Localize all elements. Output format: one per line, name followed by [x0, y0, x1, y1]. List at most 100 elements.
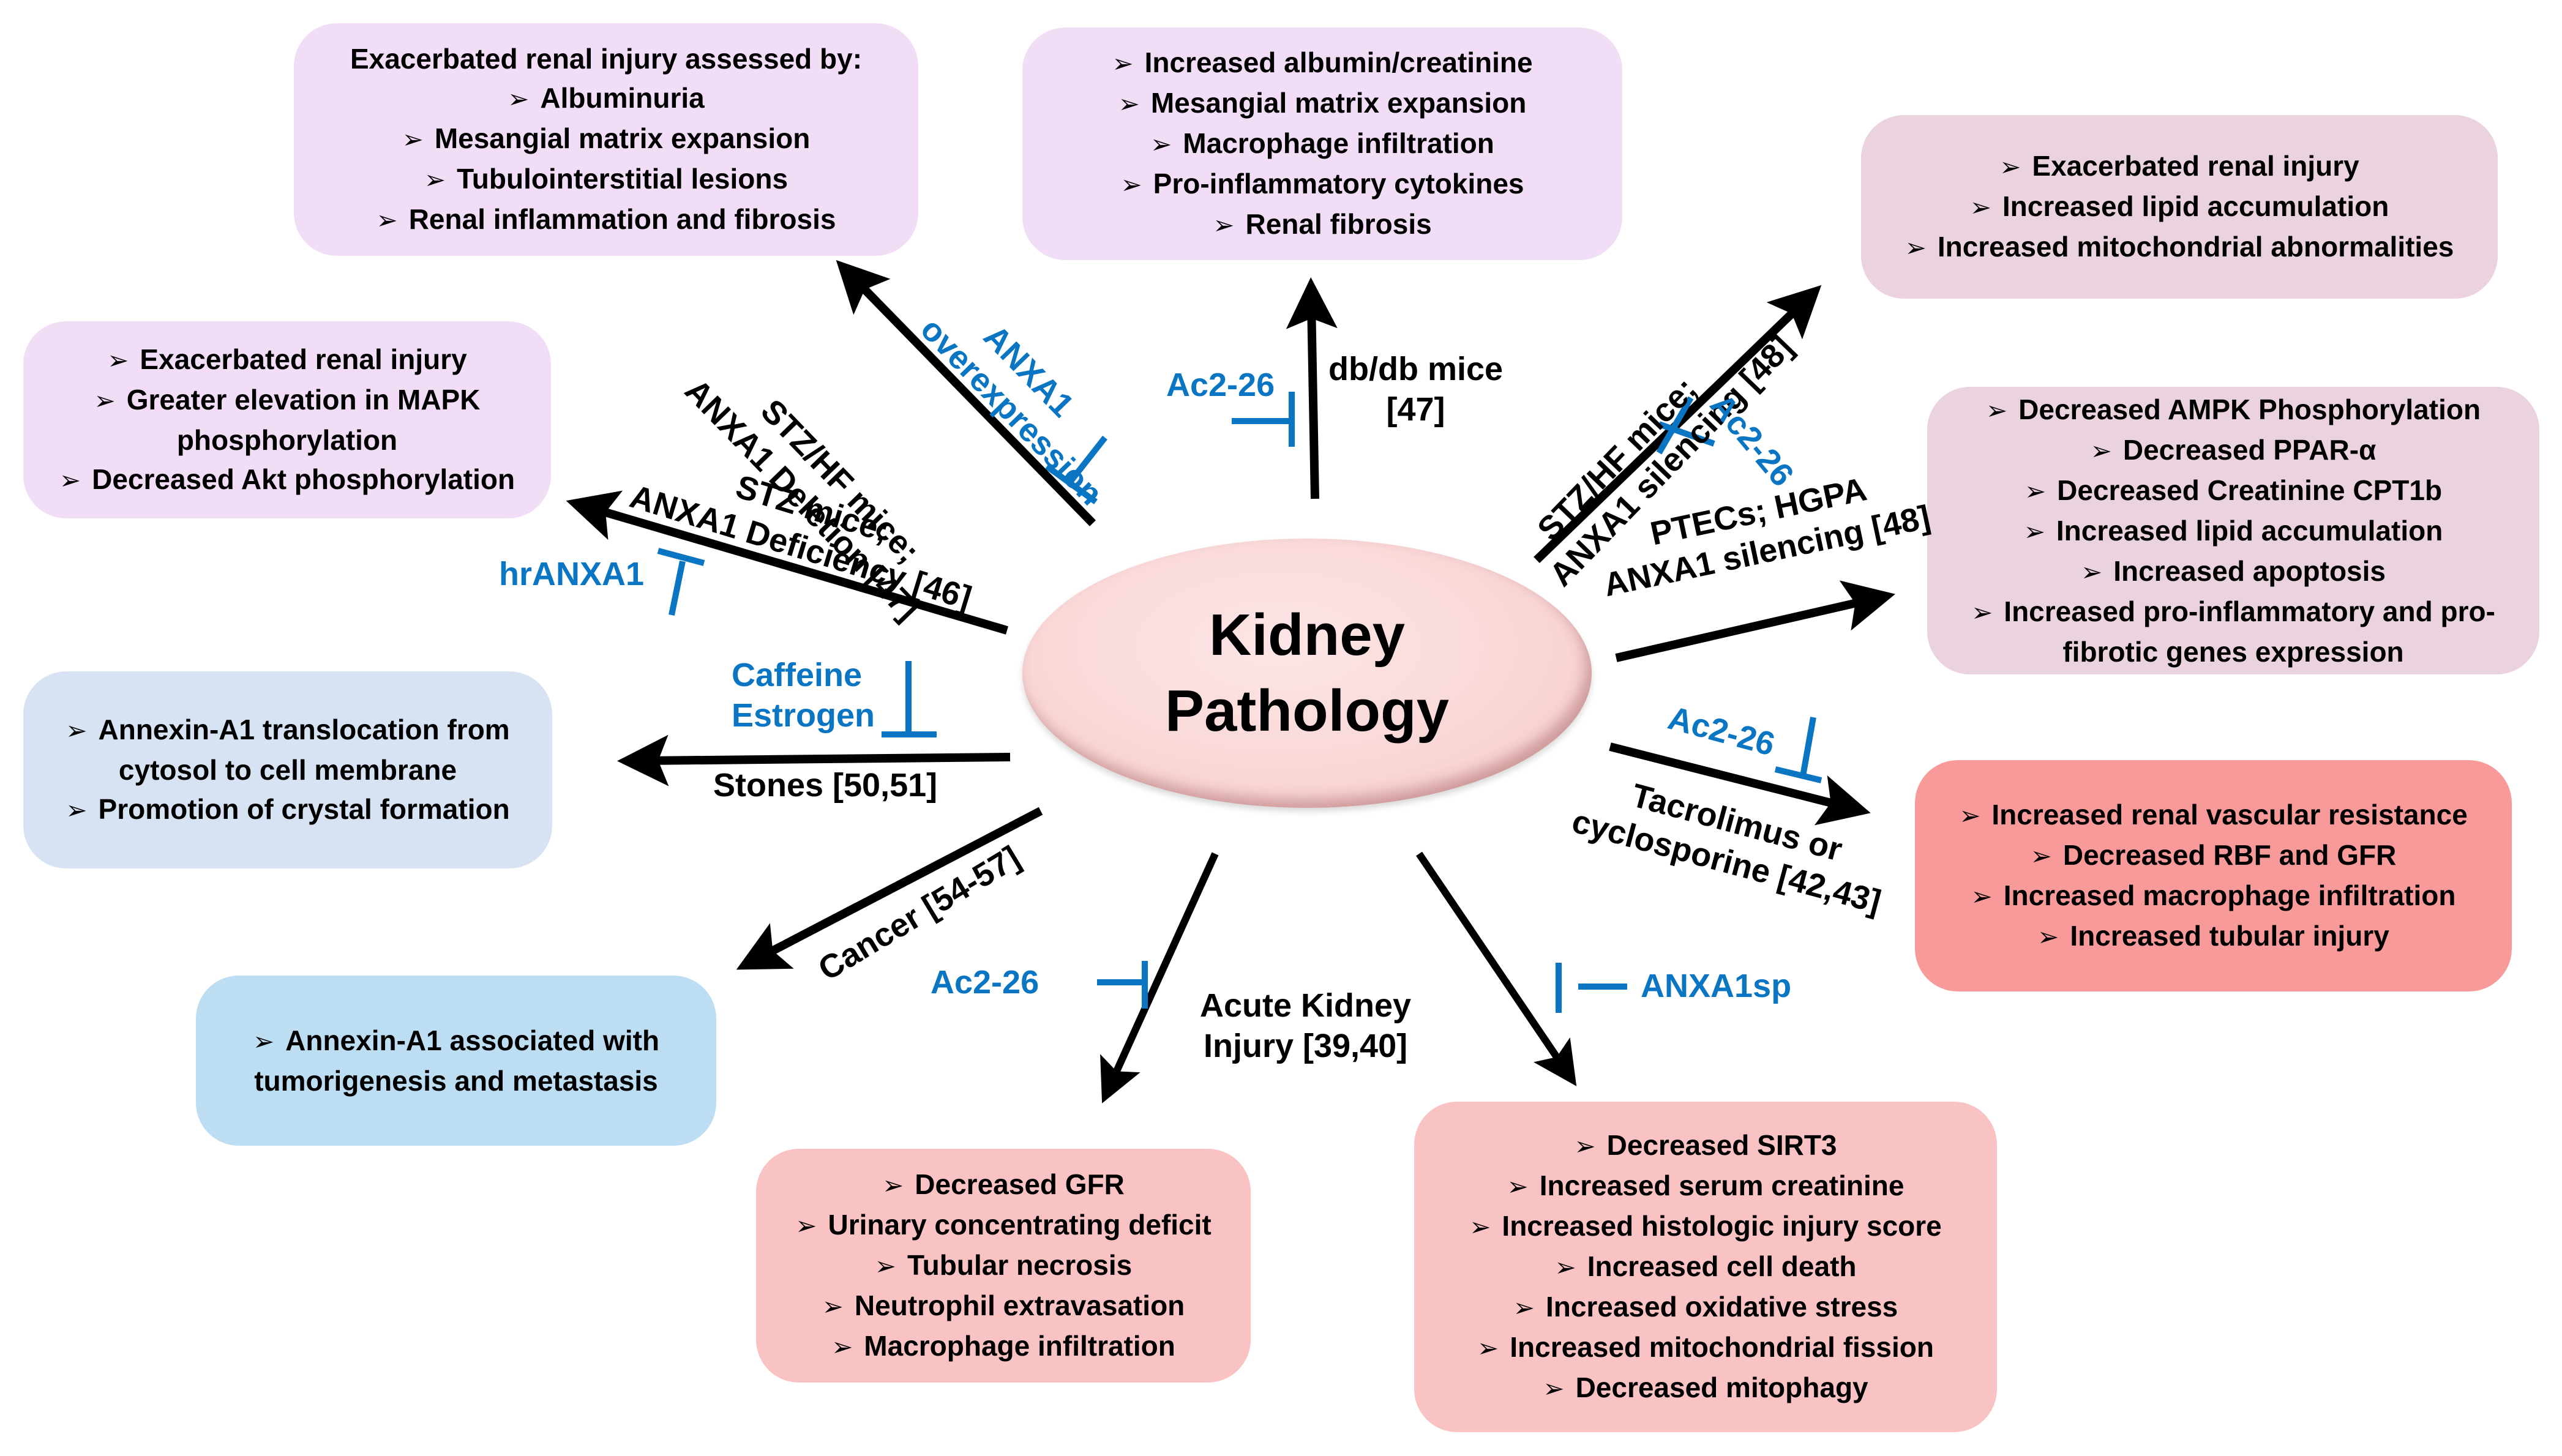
- arrow-bullet-icon: ➢: [2030, 842, 2052, 870]
- arrow-bullet-icon: ➢: [1118, 89, 1140, 118]
- outcome-text: Promotion of crystal formation: [98, 793, 510, 825]
- arrow-stzhf-deletion: [836, 259, 1096, 526]
- arrow-bullet-icon: ➢: [882, 1171, 904, 1200]
- outcome-text: Renal inflammation and fibrosis: [408, 203, 836, 235]
- arrow-cancer: [736, 807, 1043, 970]
- arrow-aki-right: [1416, 851, 1577, 1086]
- label-line: Caffeine: [732, 657, 863, 693]
- outcome-item: ➢ Decreased mitophagy: [1469, 1368, 1942, 1408]
- outcome-text: Annexin-A1 translocation from cytosol to…: [98, 714, 510, 786]
- outcome-item: ➢Decreased Creatinine CPT1b: [1946, 471, 2521, 511]
- label-line: Estrogen: [732, 697, 875, 734]
- outcome-text: Increased oxidative stress: [1545, 1291, 1898, 1323]
- outcome-item: ➢Tubulointerstitial lesions: [376, 159, 836, 200]
- arrow-dbdb: [1286, 277, 1338, 499]
- outcome-item: ➢Pro-inflammatory cytokines: [1112, 164, 1532, 204]
- inhibitor-caffeine-estrogen: [882, 661, 937, 737]
- inhibitor-dbdb: [1232, 392, 1295, 447]
- outcome-item: ➢ Promotion of crystal formation: [42, 790, 534, 830]
- label-dbdb: db/db mice [47]: [1328, 349, 1503, 430]
- box-aki-right-outcomes: ➢Decreased SIRT3➢Increased serum creatin…: [1414, 1102, 1997, 1432]
- arrow-aki-left: [1100, 852, 1219, 1103]
- outcome-item: ➢Greater elevation in MAPK phosphorylati…: [42, 380, 533, 460]
- outcome-item: ➢Increased renal vascular resistance: [1959, 795, 2468, 835]
- arrow-stones: [617, 734, 1011, 786]
- outcome-item: ➢Albuminuria: [376, 78, 836, 119]
- label-stones: Stones [50,51]: [713, 767, 938, 804]
- inhibitor-anxa1sp: [1556, 963, 1627, 1013]
- outcome-list: ➢Decreased AMPK Phosphorylation➢Decrease…: [1946, 390, 2521, 671]
- outcome-text: Exacerbated renal injury: [140, 343, 467, 375]
- outcome-text: Decreased mitophagy: [1575, 1372, 1868, 1403]
- outcome-list: ➢Decreased SIRT3➢Increased serum creatin…: [1469, 1126, 1942, 1408]
- box-stones-outcomes: ➢ Annexin-A1 translocation from cytosol t…: [23, 671, 552, 868]
- box-tacrolimus-outcomes: ➢Increased renal vascular resistance➢Dec…: [1915, 760, 2512, 991]
- center-title-line1: Kidney: [1208, 602, 1406, 668]
- outcome-item: ➢Increased lipid accumulation: [1905, 187, 2454, 227]
- arrow-bullet-icon: ➢: [874, 1252, 896, 1280]
- label-line: db/db mice: [1328, 351, 1504, 387]
- inhibitor-label-dbdb-ac2-26: Ac2-26: [1166, 367, 1275, 403]
- outcome-text: Greater elevation in MAPK phosphorylatio…: [126, 384, 481, 456]
- label-aki: Acute Kidney Injury [39,40]: [1200, 985, 1411, 1066]
- box-stzhf-silencing-outcomes: ➢ Exacerbated renal injury ➢Increased lipi…: [1861, 115, 2498, 299]
- outcome-text: Increased lipid accumulation: [2056, 515, 2443, 547]
- box-heading: Exacerbated renal injury assessed by:: [350, 43, 863, 75]
- outcome-item: ➢Decreased GFR: [795, 1165, 1211, 1205]
- outcome-text: Macrophage infiltration: [864, 1330, 1175, 1362]
- outcome-text: Increased pro-inflammatory and pro-fibro…: [2004, 595, 2495, 668]
- outcome-item: ➢ Increased albumin/creatinine: [1112, 43, 1532, 83]
- outcome-list: ➢Exacerbated renal injury➢Greater elevat…: [42, 340, 533, 500]
- inhibitor-label-anxa1sp: ANXA1sp: [1641, 968, 1792, 1004]
- outcome-item: ➢Exacerbated renal injury: [42, 340, 533, 380]
- outcome-item: ➢Neutrophil extravasation: [795, 1286, 1211, 1326]
- arrow-bullet-icon: ➢: [508, 84, 530, 113]
- inhibitor-label-aki-ac2-26: Ac2-26: [931, 964, 1039, 1001]
- outcome-item: ➢Increased apoptosis: [1946, 551, 2521, 592]
- arrow-bullet-icon: ➢: [1999, 152, 2021, 181]
- arrow-bullet-icon: ➢: [66, 796, 88, 824]
- inhibitor-label-caffeine-estrogen: Caffeine Estrogen: [732, 655, 875, 736]
- arrow-bullet-icon: ➢: [1469, 1212, 1491, 1241]
- outcome-text: Increased histologic injury score: [1502, 1210, 1942, 1242]
- arrow-bullet-icon: ➢: [1112, 49, 1134, 78]
- arrow-bullet-icon: ➢: [2037, 922, 2059, 951]
- arrow-stz-deficiency: [566, 490, 1008, 635]
- arrow-bullet-icon: ➢: [1574, 1132, 1596, 1160]
- box-aki-left-outcomes: ➢Decreased GFR➢Urinary concentrating def…: [756, 1149, 1251, 1383]
- outcome-item: ➢Mesangial matrix expansion: [1112, 83, 1532, 124]
- outcome-text: Decreased AMPK Phosphorylation: [2018, 394, 2481, 425]
- outcome-text: Annexin-A1 associated with tumorigenesis…: [254, 1025, 660, 1097]
- outcome-item: ➢Increased mitochondrial abnormalities: [1905, 227, 2454, 267]
- outcome-text: Macrophage infiltration: [1183, 127, 1494, 159]
- outcome-text: Increased serum creatinine: [1539, 1170, 1905, 1201]
- outcome-text: Increased tubular injury: [2070, 920, 2389, 952]
- outcome-item: ➢Annexin-A1 associated with tumorigenesi…: [214, 1021, 698, 1100]
- arrow-bullet-icon: ➢: [2080, 558, 2103, 586]
- outcome-item: ➢Decreased AMPK Phosphorylation: [1946, 390, 2521, 430]
- arrow-bullet-icon: ➢: [1150, 130, 1172, 159]
- outcome-item: ➢Tubular necrosis: [795, 1245, 1211, 1286]
- label-line: Acute Kidney: [1200, 987, 1412, 1024]
- outcome-text: Exacerbated renal injury: [2032, 150, 2359, 182]
- outcome-text: Pro-inflammatory cytokines: [1153, 168, 1524, 200]
- box-dbdb-outcomes: ➢Increased albumin/creatinine➢Mesangial …: [1022, 28, 1622, 260]
- arrow-bullet-icon: ➢: [1477, 1334, 1499, 1362]
- arrow-bullet-icon: ➢: [424, 165, 446, 194]
- outcome-item: ➢Decreased RBF and GFR: [1959, 835, 2468, 876]
- outcome-item: ➢Urinary concentrating deficit: [795, 1205, 1211, 1245]
- arrow-bullet-icon: ➢: [1543, 1374, 1565, 1403]
- arrow-tacrolimus: [1609, 742, 1871, 826]
- box-exacerbated-assessed: Exacerbated renal injury assessed by: ➢A…: [294, 23, 918, 256]
- outcome-item: ➢ Increased serum creatinine: [1469, 1166, 1942, 1206]
- inhibitor-hranxa1: [657, 548, 705, 616]
- arrow-bullet-icon: ➢: [831, 1332, 853, 1361]
- outcome-text: Increased albumin/creatinine: [1144, 47, 1533, 78]
- outcome-item: ➢ Increased histologic injury score: [1469, 1206, 1942, 1247]
- arrow-bullet-icon: ➢: [1507, 1172, 1529, 1201]
- arrow-bullet-icon: ➢: [252, 1027, 275, 1056]
- outcome-item: ➢Decreased SIRT3: [1469, 1126, 1942, 1166]
- label-line: Injury [39,40]: [1203, 1028, 1408, 1064]
- outcome-list: ➢Increased renal vascular resistance➢Dec…: [1959, 795, 2468, 957]
- arrow-bullet-icon: ➢: [795, 1211, 817, 1240]
